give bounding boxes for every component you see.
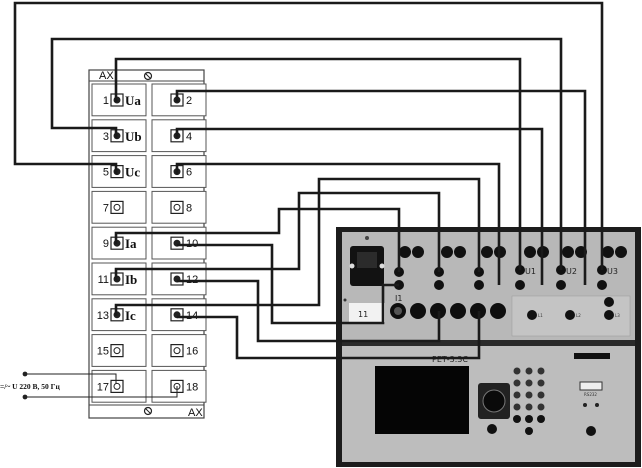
- card-slot: [574, 353, 610, 359]
- device-screen: [375, 366, 469, 434]
- terminal-block-header-label: AX: [99, 70, 114, 82]
- device-model-label: РЕТ-3.3С: [432, 355, 468, 364]
- wire-t2-to-device: [175, 89, 587, 285]
- wire-t10-to-device: [177, 243, 399, 325]
- earth-symbol-top: [143, 71, 153, 81]
- supply-label: =/~ U 220 В, 50 Гц: [0, 382, 60, 391]
- terminal-signal-label: Ua: [125, 93, 141, 108]
- wire-t14-to-device: [177, 311, 481, 360]
- rotary-knob[interactable]: [586, 426, 596, 436]
- joystick[interactable]: [478, 383, 510, 419]
- terminal-number: 3: [103, 131, 109, 143]
- terminal-number: 17: [97, 381, 109, 393]
- binding-posts: [390, 303, 506, 319]
- terminal-number: 11: [98, 274, 109, 286]
- wire-ia-to-device: [114, 207, 401, 272]
- terminal-screw-icon: [113, 347, 121, 355]
- indicator-led-2: [595, 403, 599, 407]
- earth-symbol-bottom: [143, 406, 153, 416]
- indicator-led-1: [583, 403, 587, 407]
- phase-label-l3: L3: [615, 313, 620, 318]
- jack-row-top: [399, 246, 627, 258]
- power-inlet: [349, 236, 385, 286]
- terminal-number: 15: [97, 346, 109, 358]
- terminal-number: 7: [103, 202, 109, 214]
- wire-uc-to-u3: [13, 1, 604, 270]
- terminal-number: 18: [186, 381, 198, 393]
- fuse-label-box: [349, 303, 385, 322]
- terminal-signal-label: Ia: [125, 236, 137, 251]
- phase-label-l1: L1: [538, 313, 543, 318]
- power-button[interactable]: [487, 424, 497, 434]
- terminal-number: 4: [186, 131, 192, 143]
- terminal-number: 13: [97, 310, 109, 322]
- rs232-label: RS232: [584, 392, 597, 397]
- terminal-signal-label: Ub: [125, 129, 142, 144]
- keypad[interactable]: [513, 367, 545, 436]
- rs232-port[interactable]: [579, 381, 603, 391]
- terminal-number: 1: [103, 95, 109, 107]
- terminal-number: 16: [186, 346, 198, 358]
- wire-t6-to-device: [175, 162, 501, 285]
- fuse-label: 11: [358, 310, 368, 319]
- terminal-signal-label: Uc: [125, 165, 140, 180]
- current-group-label: I1: [395, 294, 402, 303]
- phase-jacks: [527, 297, 614, 320]
- power-supply: =/~ U 220 В, 50 Гц: [0, 371, 178, 400]
- wire-ub-to-u2: [50, 37, 563, 270]
- terminal-signal-label: Ic: [125, 308, 136, 323]
- terminal-screw-icon: [113, 203, 121, 211]
- wire-t12-to-device: [177, 279, 441, 343]
- terminal-number: 5: [103, 167, 109, 179]
- terminal-screw-icon: [173, 203, 181, 211]
- output-label-u3: U3: [607, 267, 618, 276]
- output-label-u2: U2: [566, 267, 577, 276]
- wires: [13, 1, 604, 360]
- terminal-number: 8: [186, 202, 192, 214]
- supply-wire-1: [25, 373, 117, 384]
- terminal-number: 2: [186, 95, 192, 107]
- supply-wire-2: [25, 386, 178, 398]
- terminal-signal-label: Ib: [125, 272, 137, 287]
- terminal-screw-icon: [113, 382, 121, 390]
- test-device: 11 U1 U2 U3 I1: [336, 227, 641, 467]
- wire-ib-to-device: [114, 191, 441, 280]
- terminal-screw-icon: [173, 347, 181, 355]
- terminal-block-footer-label: AX: [188, 407, 203, 419]
- output-label-u1: U1: [525, 267, 536, 276]
- wire-ua-to-u1: [114, 57, 522, 270]
- panel-screw: [343, 298, 347, 302]
- wire-t4-to-device: [175, 127, 544, 285]
- terminal-number: 9: [103, 238, 109, 250]
- phase-label-l2: L2: [576, 313, 581, 318]
- terminal-number: 6: [186, 167, 192, 179]
- panel-separator: [342, 340, 635, 346]
- wire-ic-to-device: [114, 177, 481, 316]
